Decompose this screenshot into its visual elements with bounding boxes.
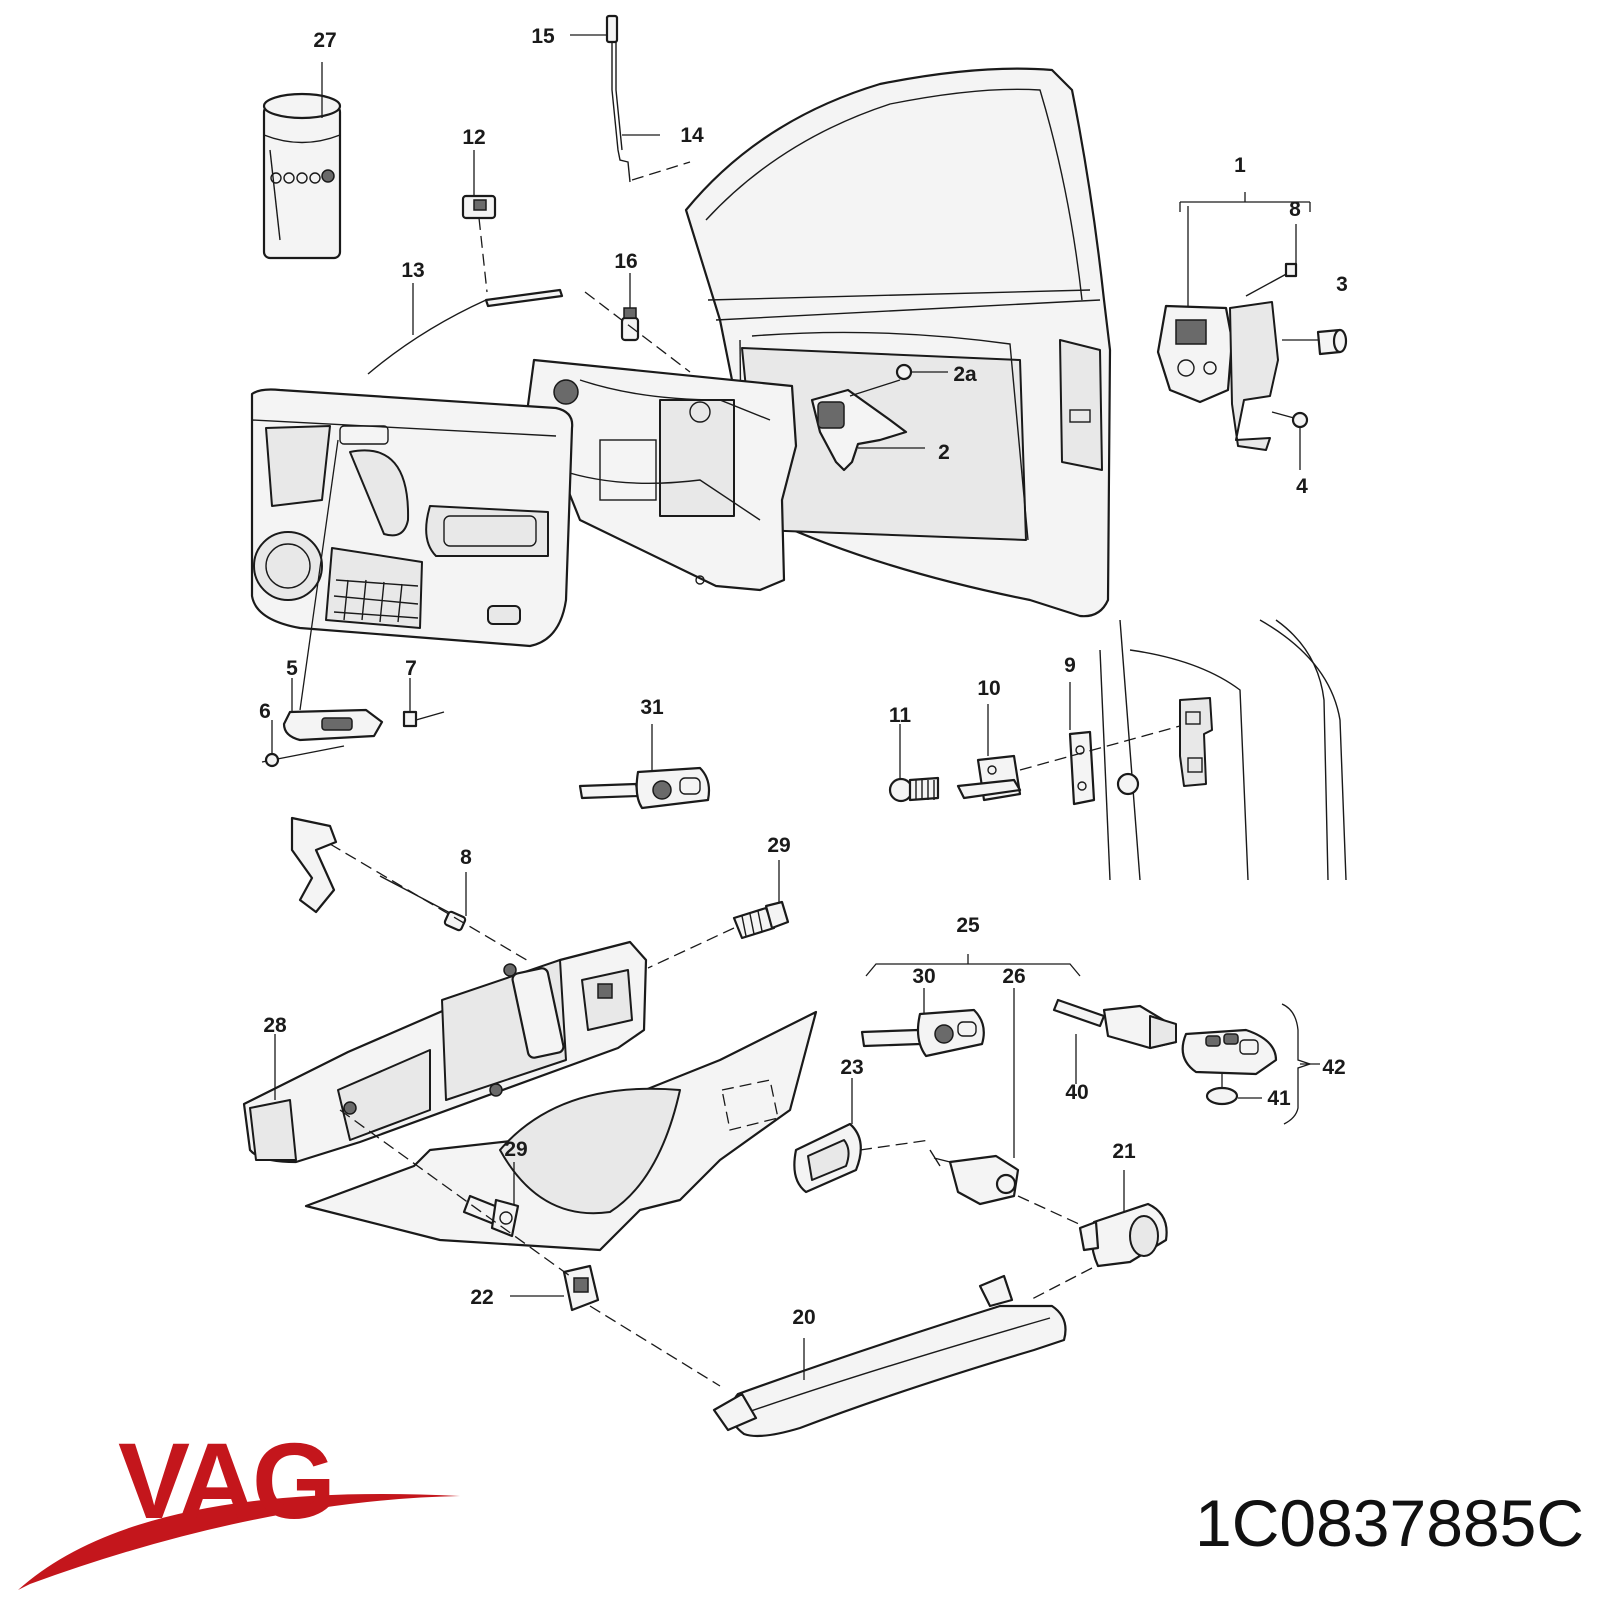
brand-name: VAG (118, 1420, 332, 1541)
bracket-1 (1179, 192, 1311, 212)
callout-29-upper: 29 (767, 834, 790, 857)
part-28-handle-carrier (242, 940, 648, 1164)
dash-16 (584, 291, 691, 373)
callout-2: 2 (938, 441, 950, 464)
brand-swoosh (18, 1493, 460, 1590)
callout-6: 6 (259, 700, 271, 723)
callout-22: 22 (470, 1286, 493, 1309)
callout-5: 5 (286, 657, 298, 680)
callout-16: 16 (614, 250, 637, 273)
callout-labels: 27 15 14 12 13 16 1 8 3 2a 2 4 5 7 6 31 … (259, 25, 1348, 1329)
dash-29-upper (647, 927, 735, 969)
part-number: 1C0837885C (1195, 1486, 1584, 1560)
part-42-remote-key (1181, 1028, 1278, 1076)
callout-13: 13 (401, 259, 424, 282)
callout-26: 26 (1002, 965, 1025, 988)
dash-14 (631, 161, 691, 181)
callout-30: 30 (912, 965, 935, 988)
dash-23 (859, 1139, 931, 1151)
callout-27: 27 (313, 29, 336, 52)
leader-2a-b (849, 379, 901, 397)
door-carrier-panel (524, 358, 798, 592)
callout-14: 14 (680, 124, 704, 147)
part-31-key (578, 766, 711, 810)
part-29-screw-upper (732, 900, 790, 940)
part-8-rod (379, 875, 467, 932)
callout-28: 28 (263, 1014, 287, 1037)
part-40-key-blade (1052, 998, 1178, 1050)
part-2-inner-mechanism (810, 363, 913, 472)
dash-8 (329, 843, 531, 963)
dash-21 (1029, 1267, 1093, 1301)
callout-10: 10 (977, 677, 1000, 700)
callout-2a: 2a (953, 363, 977, 386)
part-9-shim (1068, 730, 1096, 806)
callout-7: 7 (405, 657, 417, 680)
callout-29-lower: 29 (504, 1138, 527, 1161)
callout-15: 15 (531, 25, 555, 48)
part-11-bolt (888, 776, 940, 803)
leader-5-b (299, 439, 339, 711)
callout-41: 41 (1267, 1087, 1291, 1110)
part-13-cable (367, 288, 564, 375)
callout-42: 42 (1322, 1056, 1345, 1079)
callout-20: 20 (792, 1306, 815, 1329)
part-20-outer-handle (712, 1274, 1067, 1438)
dash-12 (478, 217, 488, 293)
callout-11: 11 (889, 704, 912, 727)
part-26-lock-cylinder (929, 1149, 1020, 1206)
callout-4: 4 (1296, 475, 1308, 498)
part-8-top-rod (1245, 262, 1298, 297)
callout-12: 12 (462, 126, 485, 149)
body-b-pillar (1099, 619, 1347, 881)
part-29-screw-lower (462, 1194, 520, 1238)
part-21-handle-cap (1078, 1202, 1168, 1268)
part-4-screw (1291, 411, 1309, 429)
part-10-striker (956, 754, 1022, 802)
part-12-switch (461, 194, 497, 220)
part-22-cap (562, 1264, 600, 1312)
leader-7-b (415, 711, 445, 721)
part-14-15-lock-rod (605, 14, 631, 183)
part-outer-seal (304, 1010, 818, 1252)
bracket-25 (865, 954, 1081, 977)
callout-8-bottom: 8 (460, 846, 472, 869)
part-5-inner-handle (261, 708, 418, 768)
part-27-grease-can (262, 92, 342, 260)
part-23-gasket (793, 1122, 862, 1194)
callout-40: 40 (1065, 1081, 1088, 1104)
part-41-battery (1205, 1086, 1239, 1106)
part-bracket-upper (290, 816, 338, 914)
callout-3: 3 (1336, 273, 1348, 296)
callout-25: 25 (956, 914, 980, 937)
brand-logo: VAG (18, 1420, 460, 1590)
callout-1: 1 (1234, 154, 1246, 177)
callout-23: 23 (840, 1056, 863, 1079)
part-16-bolt (620, 307, 640, 342)
dash-22 (339, 1109, 571, 1277)
callout-21: 21 (1112, 1140, 1136, 1163)
dash-9 (1019, 725, 1181, 771)
part-30-key (860, 1008, 985, 1058)
callout-9: 9 (1064, 654, 1076, 677)
callout-8-top: 8 (1289, 198, 1301, 221)
dash-22-b (589, 1305, 721, 1387)
part-1-door-lock (1156, 301, 1279, 451)
part-3-cap (1316, 328, 1348, 356)
dash-26 (1017, 1195, 1093, 1231)
callout-31: 31 (640, 696, 664, 719)
door-trim-panel (250, 388, 574, 648)
door-shell (684, 67, 1112, 618)
leader-4-b (1271, 411, 1295, 419)
